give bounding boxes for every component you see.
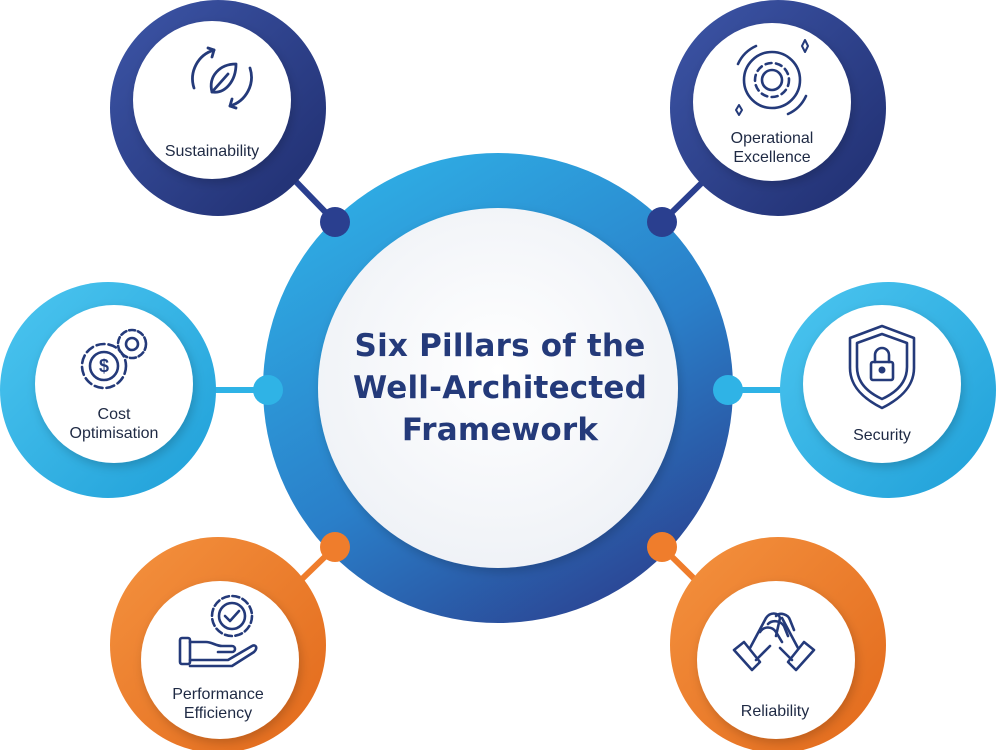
center-title-line-3: Framework	[401, 412, 599, 448]
pillar-sustainability[interactable]	[110, 0, 326, 216]
label-cost-optimisation: Cost Optimisation	[44, 405, 184, 443]
center-title-line-2: Well-Architected	[352, 370, 648, 406]
pillar-cost-optimisation[interactable]: $	[0, 282, 216, 498]
dot-operational-excellence	[647, 207, 677, 237]
label-operational-excellence-line-1: Operational	[730, 130, 814, 147]
shield-lock-icon	[848, 324, 916, 410]
pillar-performance-efficiency[interactable]	[110, 537, 326, 750]
label-performance-efficiency: Performance Efficiency	[148, 685, 288, 723]
label-cost-optimisation-line-2: Optimisation	[69, 425, 159, 442]
dot-sustainability	[320, 207, 350, 237]
center-title-line-1: Six Pillars of the	[354, 328, 646, 364]
gear-cycle-icon	[735, 39, 809, 116]
label-operational-excellence: Operational Excellence	[702, 129, 842, 167]
dot-cost-optimisation	[253, 375, 283, 405]
center-title: Six Pillars of the Well-Architected Fram…	[330, 325, 670, 451]
label-sustainability: Sustainability	[142, 142, 282, 161]
dollar-gear-icon: $	[80, 328, 148, 390]
pillar-operational-excellence[interactable]	[670, 0, 886, 216]
dot-performance-efficiency	[320, 532, 350, 562]
dot-reliability	[647, 532, 677, 562]
pillar-security[interactable]	[780, 282, 996, 498]
label-security: Security	[812, 426, 952, 445]
dot-security	[713, 375, 743, 405]
label-cost-optimisation-line-1: Cost	[97, 406, 131, 423]
label-operational-excellence-line-2: Excellence	[733, 149, 811, 166]
hand-gear-check-icon	[178, 594, 258, 668]
handshake-icon	[732, 612, 816, 672]
leaf-recycle-icon	[191, 46, 253, 110]
label-performance-efficiency-line-1: Performance	[172, 686, 264, 703]
center-hub	[263, 153, 733, 623]
label-performance-efficiency-line-2: Efficiency	[183, 705, 253, 722]
connector-dots	[253, 207, 743, 562]
label-sustainability-line-1: Sustainability	[164, 143, 260, 160]
svg-text:$: $	[99, 356, 109, 376]
pillar-reliability[interactable]	[670, 537, 886, 750]
label-security-line-1: Security	[853, 427, 911, 444]
label-reliability-line-1: Reliability	[740, 703, 810, 720]
center-inner-circle	[318, 208, 678, 568]
label-reliability: Reliability	[705, 702, 845, 721]
